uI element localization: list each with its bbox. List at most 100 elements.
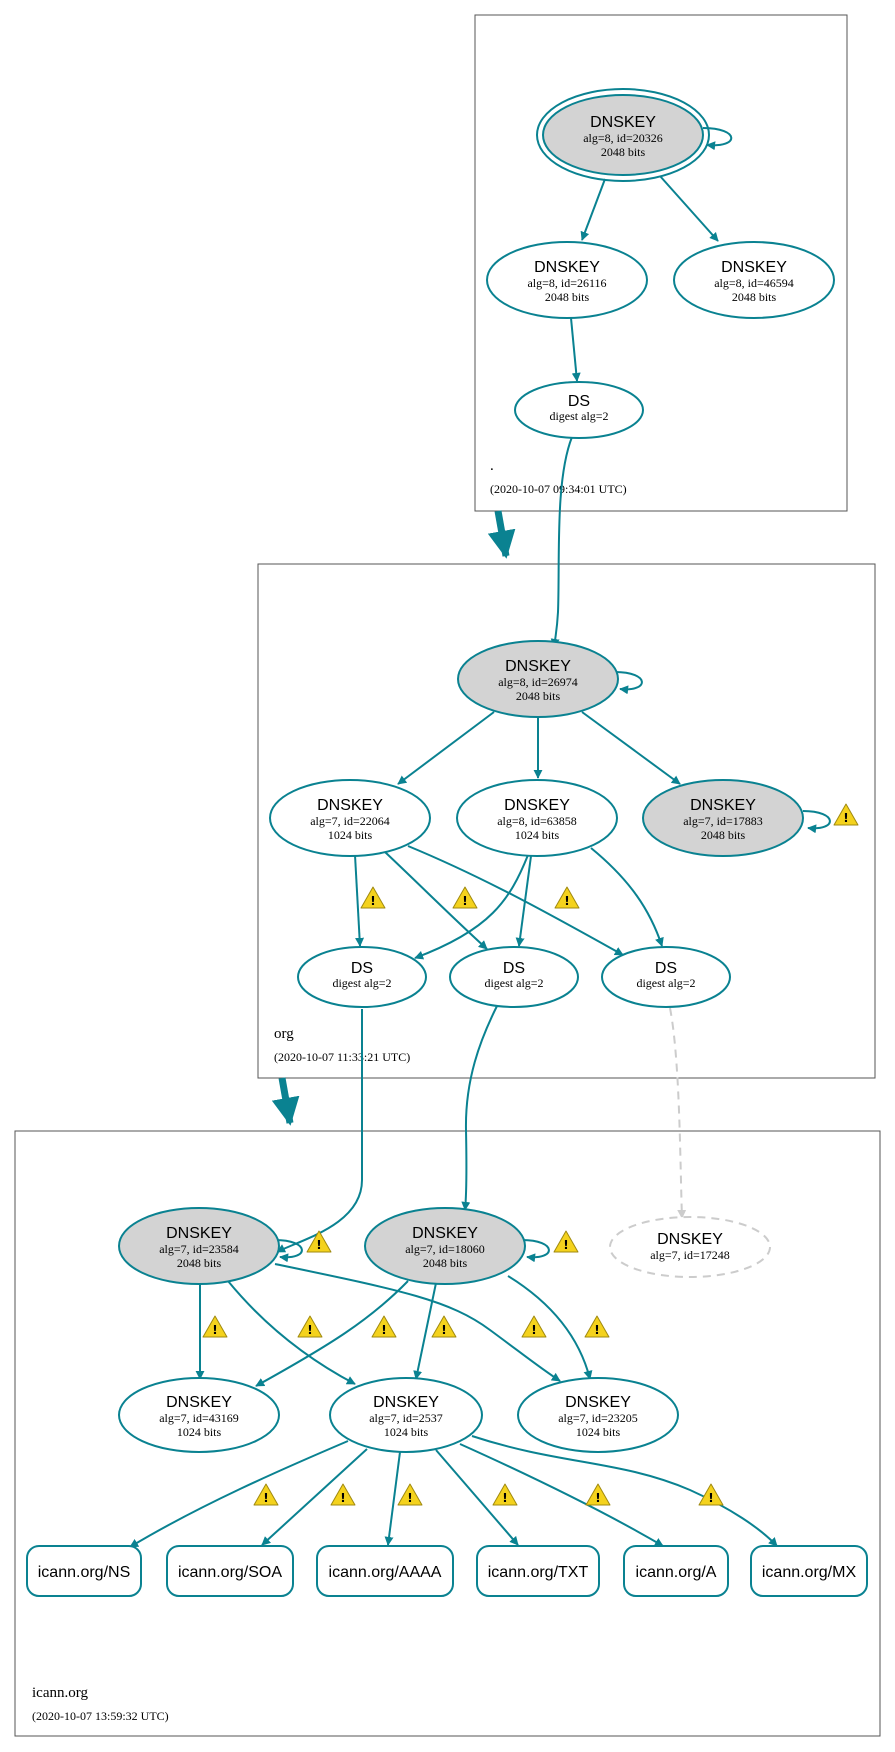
delegation-root-org-arrow — [487, 510, 516, 559]
node-org-ksk2: DNSKEY alg=7, id=17883 2048 bits — [642, 779, 804, 857]
rrset-mx: icann.org/MX — [750, 1545, 868, 1597]
node-type: DNSKEY — [373, 1394, 439, 1411]
zone-icann-name: icann.org — [32, 1685, 88, 1701]
node-type: DNSKEY — [590, 114, 656, 131]
edge-org-zsk2-ds1 — [414, 854, 529, 960]
warning-icon: ! — [202, 1315, 228, 1338]
edge-root-zsk1-ds — [570, 317, 581, 382]
node-bits: 1024 bits — [328, 828, 373, 842]
rrset-label: icann.org/AAAA — [329, 1564, 442, 1581]
svg-text:!: ! — [263, 1491, 268, 1505]
node-digest: digest alg=2 — [636, 976, 695, 990]
svg-text:!: ! — [212, 1323, 217, 1337]
node-icann-zsk1: DNSKEY alg=7, id=43169 1024 bits — [118, 1377, 280, 1453]
edge-icann-ksk1-zsk2 — [227, 1280, 356, 1385]
warning-icon: ! — [452, 886, 478, 909]
node-bits: 1024 bits — [384, 1425, 429, 1439]
rrset-a: icann.org/A — [623, 1545, 729, 1597]
node-type: DS — [568, 393, 590, 410]
warning-icon: ! — [360, 886, 386, 909]
svg-text:!: ! — [441, 1323, 446, 1337]
rrset-label: icann.org/A — [636, 1564, 717, 1581]
zone-root-timestamp: (2020-10-07 09:34:01 UTC) — [490, 482, 627, 496]
svg-text:!: ! — [843, 811, 848, 825]
rrset-ns: icann.org/NS — [26, 1545, 142, 1597]
edge-org-zsk1-ds1 — [354, 854, 365, 947]
svg-text:!: ! — [531, 1323, 536, 1337]
node-digest: digest alg=2 — [549, 409, 608, 423]
edge-icann-ksk1-zsk3 — [274, 1263, 561, 1382]
zone-icann-timestamp: (2020-10-07 13:59:32 UTC) — [32, 1709, 169, 1723]
node-type: DNSKEY — [721, 259, 787, 276]
warning-icon: ! — [553, 1230, 579, 1253]
edge-zsk2-txt — [435, 1449, 519, 1546]
warning-icon: ! — [397, 1483, 423, 1506]
rrset-label: icann.org/TXT — [488, 1564, 589, 1581]
rrset-label: icann.org/NS — [38, 1564, 131, 1581]
node-alg: alg=7, id=23584 — [159, 1242, 239, 1256]
node-type: DS — [351, 960, 373, 977]
warning-icon: ! — [253, 1483, 279, 1506]
edge-root-ds-org-ksk — [550, 436, 573, 648]
zone-org-name: org — [274, 1026, 294, 1042]
svg-text:!: ! — [370, 894, 375, 908]
edge-icann-ksk2-zsk3 — [507, 1275, 593, 1380]
edge-root-ksk-zsk1 — [580, 178, 606, 241]
zone-icann-box — [14, 1130, 881, 1737]
zone-org-box — [257, 563, 876, 1079]
edge-org-ksk-self — [614, 671, 643, 695]
zone-root-box — [474, 14, 848, 512]
rrset-aaaa: icann.org/AAAA — [316, 1545, 454, 1597]
node-type: DS — [503, 960, 525, 977]
node-alg: alg=7, id=2537 — [369, 1411, 443, 1425]
svg-text:!: ! — [595, 1491, 600, 1505]
zone-root-name: . — [490, 458, 494, 474]
edge-icann-ksk2-self — [521, 1239, 550, 1263]
svg-text:!: ! — [462, 894, 467, 908]
node-digest: digest alg=2 — [484, 976, 543, 990]
edge-icann-ksk2-zsk2 — [413, 1282, 437, 1380]
edge-org-ksk-zsk1 — [397, 711, 495, 785]
edge-org-ds2-icann-ksk2 — [461, 1005, 498, 1211]
rrset-label: icann.org/SOA — [178, 1564, 282, 1581]
node-bits: 2048 bits — [601, 145, 646, 159]
node-alg: alg=7, id=43169 — [159, 1411, 239, 1425]
node-bits: 2048 bits — [732, 290, 777, 304]
node-alg: alg=8, id=26116 — [527, 276, 606, 290]
node-type: DNSKEY — [657, 1231, 723, 1248]
warning-icon: ! — [521, 1315, 547, 1338]
svg-text:!: ! — [708, 1491, 713, 1505]
node-bits: 1024 bits — [576, 1425, 621, 1439]
svg-text:!: ! — [307, 1323, 312, 1337]
svg-text:!: ! — [594, 1323, 599, 1337]
node-org-zsk1: DNSKEY alg=7, id=22064 1024 bits — [269, 779, 431, 857]
node-bits: 2048 bits — [701, 828, 746, 842]
node-org-ds2: DS digest alg=2 — [449, 946, 579, 1008]
node-icann-zsk2: DNSKEY alg=7, id=2537 1024 bits — [329, 1377, 483, 1453]
node-root-ds: DS digest alg=2 — [514, 381, 644, 439]
node-alg: alg=8, id=20326 — [583, 131, 663, 145]
warning-icon: ! — [492, 1483, 518, 1506]
warning-icon: ! — [833, 803, 859, 826]
edge-org-ksk2-self — [802, 810, 831, 834]
node-org-ksk: DNSKEY alg=8, id=26974 2048 bits — [457, 640, 619, 718]
node-alg: alg=8, id=46594 — [714, 276, 794, 290]
warning-icon: ! — [554, 886, 580, 909]
node-type: DNSKEY — [534, 259, 600, 276]
node-root-zsk2: DNSKEY alg=8, id=46594 2048 bits — [673, 241, 835, 319]
edge-org-zsk1-ds3 — [407, 845, 624, 956]
warning-icon: ! — [297, 1315, 323, 1338]
node-root-ksk: DNSKEY alg=8, id=20326 2048 bits — [536, 88, 710, 182]
delegation-org-icann-arrow — [271, 1077, 300, 1126]
rrset-soa: icann.org/SOA — [166, 1545, 294, 1597]
edge-org-ksk-ksk2 — [581, 711, 681, 785]
svg-text:!: ! — [502, 1491, 507, 1505]
node-bits: 2048 bits — [516, 689, 561, 703]
warning-icon: ! — [371, 1315, 397, 1338]
edge-root-ksk-zsk2 — [659, 175, 719, 242]
edge-zsk2-soa — [261, 1448, 368, 1546]
edge-org-ds1-icann-ksk1 — [276, 1008, 364, 1253]
node-org-ds1: DS digest alg=2 — [297, 946, 427, 1008]
node-bits: 1024 bits — [515, 828, 560, 842]
edge-icann-ksk2-zsk1 — [255, 1280, 409, 1387]
